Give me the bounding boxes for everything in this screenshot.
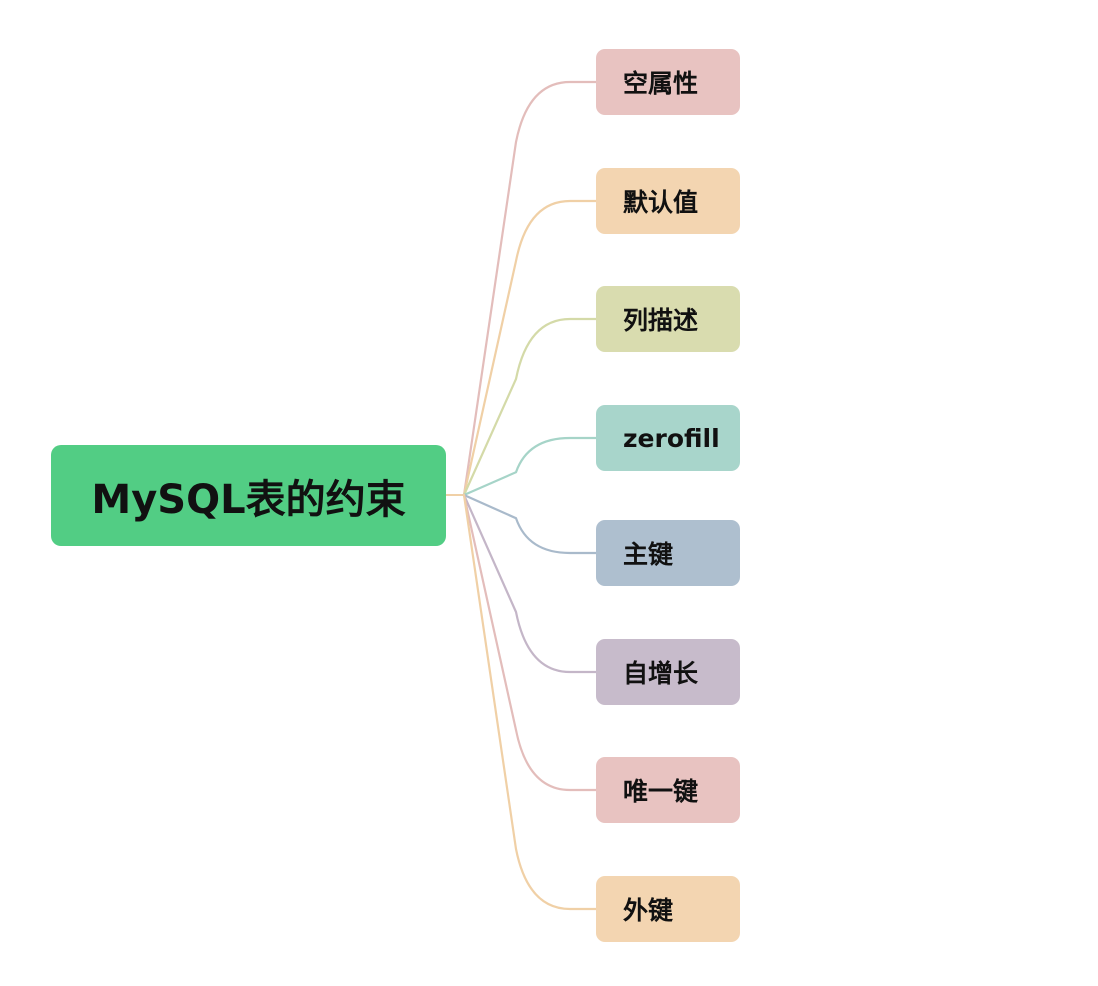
branch-node-null-constraint[interactable]: 空属性 xyxy=(596,49,740,115)
branch-node-zerofill[interactable]: zerofill xyxy=(596,405,740,471)
branch-node-column-comment[interactable]: 列描述 xyxy=(596,286,740,352)
branch-node-unique-key[interactable]: 唯一键 xyxy=(596,757,740,823)
connector-line-1 xyxy=(462,199,598,497)
branch-node-default-value[interactable]: 默认值 xyxy=(596,168,740,234)
branch-node-primary-key[interactable]: 主键 xyxy=(596,520,740,586)
connector-line-7 xyxy=(462,493,598,911)
connector-line-5 xyxy=(462,493,598,674)
connector-line-0 xyxy=(462,80,598,497)
connector-line-6 xyxy=(462,493,598,792)
branch-node-foreign-key[interactable]: 外键 xyxy=(596,876,740,942)
root-node[interactable]: MySQL表的约束 xyxy=(51,445,446,546)
connector-line-3 xyxy=(462,436,598,497)
branch-node-auto-increment[interactable]: 自增长 xyxy=(596,639,740,705)
connector-line-4 xyxy=(462,493,598,555)
connector-line-2 xyxy=(462,317,598,497)
